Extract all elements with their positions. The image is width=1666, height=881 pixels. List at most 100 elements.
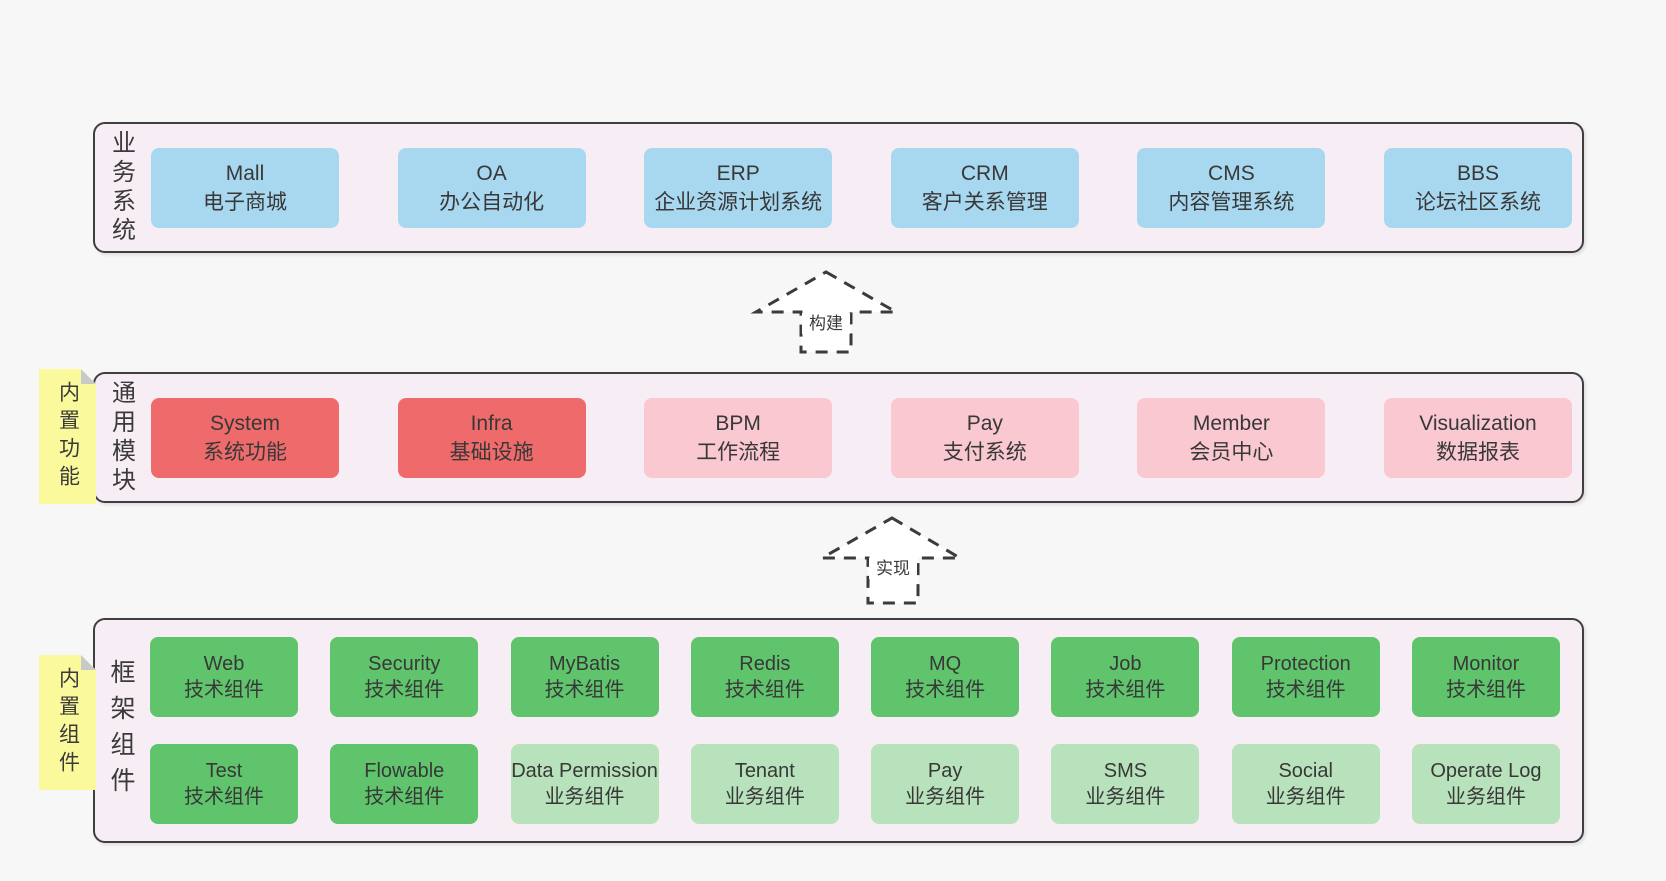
box-subtitle: 内容管理系统: [1168, 190, 1295, 214]
box-subtitle: 业务组件: [905, 786, 986, 808]
sticky-note-text: 内置功能: [56, 380, 80, 493]
box-tenant: Tenant 业务组件: [690, 744, 839, 824]
box-title: CMS: [1208, 161, 1255, 185]
box-title: SMS: [1103, 760, 1148, 782]
arrow-label-build: 构建: [802, 313, 850, 334]
band-label-framework-components: 框架组件: [107, 658, 135, 803]
box-mall: Mall 电子商城: [151, 147, 339, 228]
box-subtitle: 技术组件: [364, 679, 445, 701]
box-subtitle: 技术组件: [1085, 679, 1166, 701]
band-label-common-modules: 通用模块: [107, 379, 135, 496]
box-title: Flowable: [364, 760, 445, 782]
box-subtitle: 系统功能: [203, 440, 287, 464]
box-title: MQ: [929, 653, 962, 675]
box-web: Web 技术组件: [150, 637, 298, 717]
box-mq: MQ 技术组件: [871, 637, 1020, 717]
box-crm: CRM 客户关系管理: [890, 147, 1079, 228]
box-infra: Infra 基础设施: [397, 397, 586, 478]
box-title: Visualization: [1419, 411, 1537, 435]
band-common-modules: 通用模块 System 系统功能 Infra 基础设施 BPM 工作流程 Pay…: [93, 372, 1584, 503]
box-visualization: Visualization 数据报表: [1383, 397, 1572, 478]
box-oa: OA 办公自动化: [397, 147, 586, 228]
box-subtitle: 办公自动化: [439, 190, 545, 214]
box-pay: Pay 支付系统: [890, 397, 1079, 478]
box-title: Operate Log: [1430, 760, 1542, 782]
box-subtitle: 业务组件: [724, 786, 805, 808]
box-system: System 系统功能: [151, 397, 339, 478]
box-title: Security: [368, 653, 441, 675]
band-label-business-systems: 业务系统: [107, 129, 135, 246]
box-subtitle: 技术组件: [1265, 679, 1346, 701]
box-title: Data Permission: [511, 760, 658, 782]
box-title: Redis: [739, 653, 791, 675]
arrow-label-implement: 实现: [869, 558, 917, 579]
box-data-permission: Data Permission 业务组件: [510, 744, 659, 824]
sticky-note-built-in-components: 内置组件: [39, 655, 96, 790]
box-subtitle: 业务组件: [1445, 786, 1526, 808]
box-title: Monitor: [1452, 653, 1520, 675]
dashed-up-arrow-implement: [816, 516, 966, 605]
sticky-note-text: 内置组件: [56, 666, 80, 779]
box-title: MyBatis: [549, 653, 621, 675]
box-subtitle: 技术组件: [184, 786, 264, 808]
box-subtitle: 业务组件: [544, 786, 625, 808]
box-operate-log: Operate Log 业务组件: [1411, 744, 1560, 824]
box-job: Job 技术组件: [1051, 637, 1200, 717]
box-subtitle: 企业资源计划系统: [654, 190, 823, 214]
box-subtitle: 技术组件: [905, 679, 986, 701]
box-title: Test: [205, 760, 243, 782]
box-title: BBS: [1456, 161, 1499, 185]
box-title: CRM: [960, 161, 1009, 185]
box-monitor: Monitor 技术组件: [1411, 637, 1560, 717]
box-subtitle: 技术组件: [364, 786, 445, 808]
box-title: Protection: [1260, 653, 1351, 675]
box-title: Infra: [470, 411, 513, 435]
box-protection: Protection 技术组件: [1231, 637, 1380, 717]
box-subtitle: 电子商城: [203, 190, 287, 214]
band-business-systems: 业务系统 Mall 电子商城 OA 办公自动化 ERP 企业资源计划系统 CRM…: [93, 122, 1584, 253]
framework-row-2: Test 技术组件 Flowable 技术组件 Data Permission …: [150, 744, 1560, 824]
box-title: Tenant: [734, 760, 795, 782]
box-bbs: BBS 论坛社区系统: [1383, 147, 1572, 228]
box-title: System: [209, 411, 280, 435]
box-title: ERP: [716, 161, 760, 185]
box-erp: ERP 企业资源计划系统: [644, 147, 833, 228]
band-1-boxes: Mall 电子商城 OA 办公自动化 ERP 企业资源计划系统 CRM 客户关系…: [151, 124, 1572, 251]
box-subtitle: 支付系统: [942, 440, 1027, 464]
box-subtitle: 基础设施: [449, 440, 534, 464]
box-title: BPM: [715, 411, 761, 435]
box-subtitle: 技术组件: [544, 679, 625, 701]
box-cms: CMS 内容管理系统: [1137, 147, 1326, 228]
box-subtitle: 论坛社区系统: [1414, 190, 1541, 214]
box-subtitle: 数据报表: [1435, 440, 1520, 464]
box-member: Member 会员中心: [1137, 397, 1326, 478]
box-subtitle: 会员中心: [1189, 440, 1274, 464]
box-title: Social: [1278, 760, 1333, 782]
box-mybatis: MyBatis 技术组件: [510, 637, 659, 717]
box-subtitle: 业务组件: [1085, 786, 1166, 808]
box-bpm: BPM 工作流程: [644, 397, 833, 478]
framework-row-1: Web 技术组件 Security 技术组件 MyBatis 技术组件 Redi…: [150, 637, 1560, 717]
band-framework-components: 框架组件 Web 技术组件 Security 技术组件 MyBatis 技术组件…: [93, 618, 1584, 843]
band-3-rows: Web 技术组件 Security 技术组件 MyBatis 技术组件 Redi…: [150, 620, 1560, 841]
box-flowable: Flowable 技术组件: [330, 744, 479, 824]
box-title: Pay: [927, 760, 963, 782]
box-subtitle: 技术组件: [1445, 679, 1526, 701]
box-title: Member: [1192, 411, 1270, 435]
box-subtitle: 技术组件: [184, 679, 264, 701]
box-pay-biz: Pay 业务组件: [871, 744, 1020, 824]
box-subtitle: 工作流程: [696, 440, 781, 464]
box-title: Web: [203, 653, 245, 675]
band-2-boxes: System 系统功能 Infra 基础设施 BPM 工作流程 Pay 支付系统…: [151, 374, 1572, 501]
box-sms: SMS 业务组件: [1051, 744, 1200, 824]
box-title: Pay: [966, 411, 1003, 435]
box-test: Test 技术组件: [150, 744, 298, 824]
sticky-note-built-in-features: 内置功能: [39, 369, 96, 504]
box-redis: Redis 技术组件: [690, 637, 839, 717]
box-social: Social 业务组件: [1231, 744, 1380, 824]
box-title: Job: [1109, 653, 1142, 675]
folded-corner-icon: [81, 369, 96, 384]
box-subtitle: 客户关系管理: [921, 190, 1048, 214]
dashed-up-arrow-build: [750, 270, 902, 354]
